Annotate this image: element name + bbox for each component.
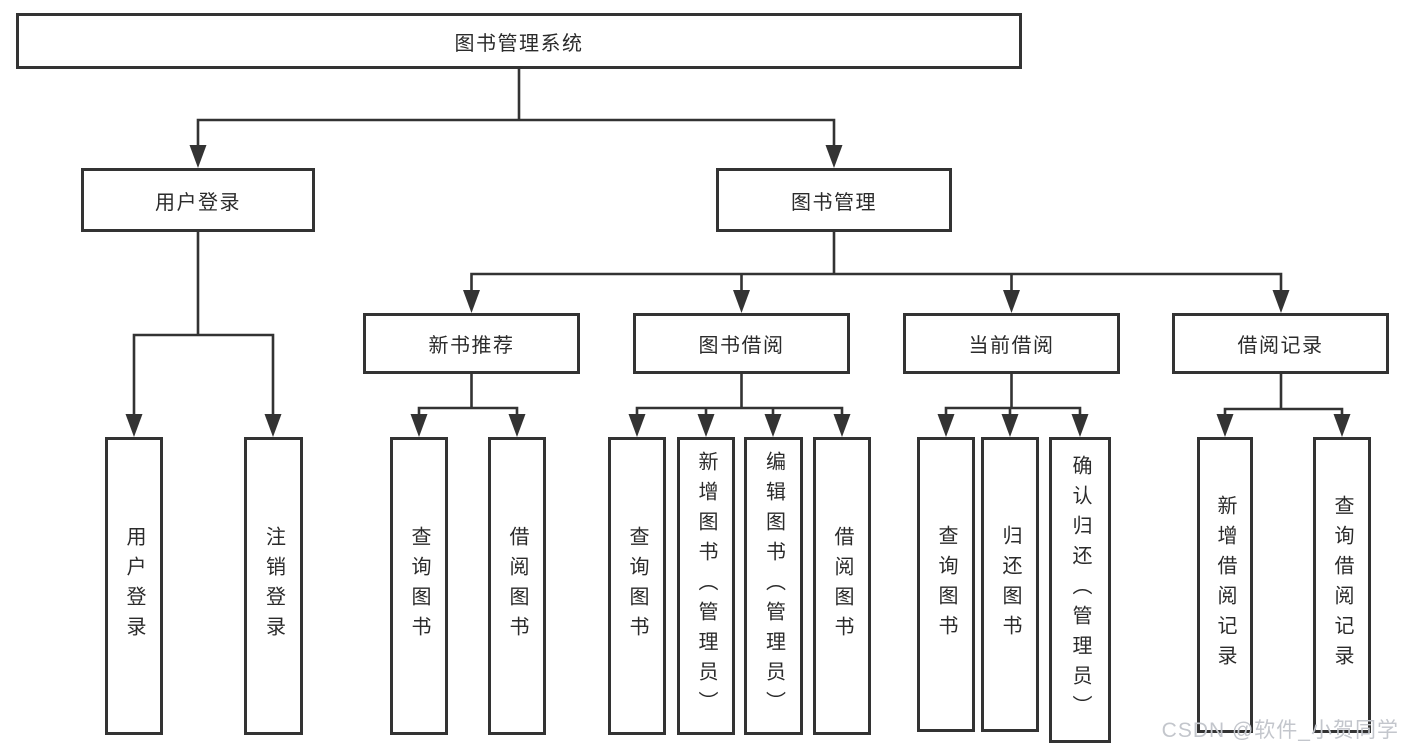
node-add-borrow-record-leaf-label: 新增借阅记录	[1214, 495, 1236, 675]
arrow-down-icon	[733, 290, 750, 313]
node-query-books-leaf-3-label: 查询图书	[935, 524, 957, 645]
node-return-books-leaf-label: 归还图书	[999, 524, 1021, 645]
node-query-borrow-record-leaf: 查询借阅记录	[1313, 437, 1371, 733]
arrow-down-icon	[825, 145, 843, 168]
arrow-down-icon	[508, 414, 526, 437]
node-borrowing-records-label: 借阅记录	[1237, 335, 1324, 357]
arrow-down-icon	[463, 290, 480, 313]
arrow-down-icon	[1003, 290, 1020, 313]
node-book-management-branch: 图书管理	[716, 168, 952, 232]
node-borrow-books-leaf-2-label: 借阅图书	[831, 526, 853, 646]
node-confirm-return-admin-leaf: 确认归还（管理员）	[1049, 437, 1111, 743]
node-new-book-recommend: 新书推荐	[363, 313, 580, 374]
node-current-borrowing: 当前借阅	[903, 313, 1120, 374]
node-user-login-branch-label: 用户登录	[155, 191, 241, 214]
node-return-books-leaf: 归还图书	[981, 437, 1039, 732]
node-query-books-leaf-3: 查询图书	[917, 437, 975, 732]
arrow-down-icon	[833, 414, 851, 437]
node-new-book-recommend-label: 新书推荐	[428, 335, 515, 357]
connector-borrow-records-group	[1223, 374, 1344, 416]
node-edit-books-admin-leaf-label: 编辑图书（管理员）	[762, 451, 785, 721]
connector-book-borrow-group	[635, 374, 844, 416]
node-user-login-leaf-label: 用户登录	[123, 526, 145, 646]
arrow-down-icon	[410, 414, 428, 437]
node-add-books-admin-leaf-label: 新增图书（管理员）	[695, 451, 717, 721]
node-current-borrowing-label: 当前借阅	[968, 335, 1055, 357]
arrow-down-icon	[1001, 414, 1019, 437]
arrow-down-icon	[189, 145, 207, 168]
node-query-books-leaf-2: 查询图书	[608, 437, 666, 735]
node-borrow-books-leaf-1-label: 借阅图书	[506, 526, 528, 646]
node-borrow-books-leaf-2: 借阅图书	[813, 437, 871, 735]
node-confirm-return-admin-leaf-label: 确认归还（管理员）	[1069, 455, 1091, 725]
node-library-system-root-label: 图书管理系统	[454, 32, 584, 55]
arrow-down-icon	[1333, 414, 1351, 437]
node-query-books-leaf-1-label: 查询图书	[408, 526, 430, 646]
node-library-system-root: 图书管理系统	[16, 13, 1022, 69]
connector-new-book-group	[417, 374, 519, 416]
node-book-borrowing: 图书借阅	[633, 313, 850, 374]
arrow-down-icon	[1071, 414, 1089, 437]
arrow-down-icon	[1272, 290, 1290, 313]
node-logout-leaf: 注销登录	[244, 437, 303, 735]
arrow-down-icon	[125, 414, 143, 437]
node-add-borrow-record-leaf: 新增借阅记录	[1197, 437, 1253, 733]
arrow-down-icon	[764, 414, 782, 437]
node-query-books-leaf-2-label: 查询图书	[626, 526, 648, 646]
node-borrow-books-leaf-1: 借阅图书	[488, 437, 546, 735]
node-add-books-admin-leaf: 新增图书（管理员）	[677, 437, 735, 735]
arrow-down-icon	[264, 414, 282, 437]
node-query-borrow-record-leaf-label: 查询借阅记录	[1331, 495, 1353, 675]
connector-level2-bar	[196, 118, 836, 147]
node-book-borrowing-label: 图书借阅	[698, 335, 785, 357]
node-user-login-branch: 用户登录	[81, 168, 315, 232]
arrow-down-icon	[1216, 414, 1234, 437]
connector-level3-bar	[470, 232, 1283, 292]
arrow-down-icon	[697, 414, 715, 437]
arrowheads	[125, 145, 1351, 437]
connector-user-login-group	[132, 232, 275, 416]
node-user-login-leaf: 用户登录	[105, 437, 163, 735]
node-borrowing-records: 借阅记录	[1172, 313, 1389, 374]
node-book-management-branch-label: 图书管理	[791, 191, 877, 214]
node-logout-leaf-label: 注销登录	[262, 526, 285, 646]
arrow-down-icon	[628, 414, 646, 437]
arrow-down-icon	[937, 414, 955, 437]
connector-current-borrow-group	[944, 374, 1082, 416]
node-query-books-leaf-1: 查询图书	[390, 437, 448, 735]
node-edit-books-admin-leaf: 编辑图书（管理员）	[744, 437, 803, 735]
